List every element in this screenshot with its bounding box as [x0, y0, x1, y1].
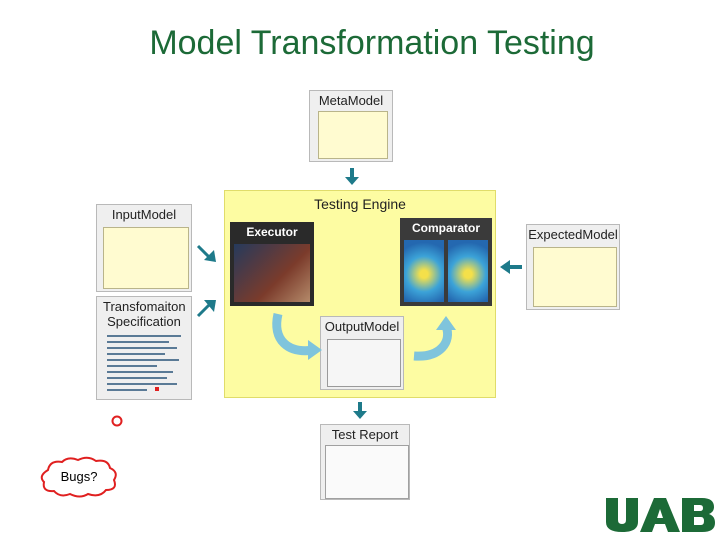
- meta-model-diagram: [318, 111, 388, 159]
- output-model-box: OutputModel: [320, 316, 404, 390]
- comparator-panel: Comparator: [400, 218, 492, 306]
- arrow-expected-to-engine: [500, 260, 522, 274]
- uab-logo: [606, 498, 715, 532]
- expected-model-label: ExpectedModel: [528, 227, 618, 242]
- test-report-label: Test Report: [331, 427, 399, 442]
- bugs-label: Bugs?: [60, 469, 98, 484]
- input-model-box: InputModel: [96, 204, 192, 292]
- thought-bubble-dot: [111, 415, 123, 427]
- arrow-down-meta: [345, 168, 359, 185]
- arrow-down-report: [353, 402, 367, 419]
- meta-model-label: MetaModel: [318, 93, 384, 108]
- input-model-diagram: [103, 227, 189, 289]
- arrow-input-to-engine: [196, 244, 216, 262]
- test-report-diagram: [325, 445, 409, 499]
- flow-arrow-output-comparator: [413, 316, 456, 361]
- flow-arrow-executor-output: [272, 312, 322, 360]
- executor-label: Executor: [246, 225, 298, 239]
- slide-title: Model Transformation Testing: [149, 24, 595, 62]
- input-model-label: InputModel: [111, 207, 177, 222]
- output-model-label: OutputModel: [324, 319, 400, 334]
- output-model-diagram: [327, 339, 401, 387]
- test-report-box: Test Report: [320, 424, 410, 500]
- bugs-cloud-bubble: [40, 456, 117, 498]
- transformation-spec-label: Transfomaiton Specification: [103, 299, 186, 329]
- transformation-spec-box: Transfomaiton Specification: [96, 296, 192, 400]
- comparator-label: Comparator: [411, 221, 480, 235]
- expected-model-box: ExpectedModel: [526, 224, 620, 310]
- meta-model-box: MetaModel: [309, 90, 393, 162]
- executor-panel: Executor: [230, 222, 314, 306]
- expected-model-diagram: [533, 247, 617, 307]
- testing-engine-label: Testing Engine: [314, 196, 406, 212]
- arrow-spec-to-engine: [196, 300, 216, 318]
